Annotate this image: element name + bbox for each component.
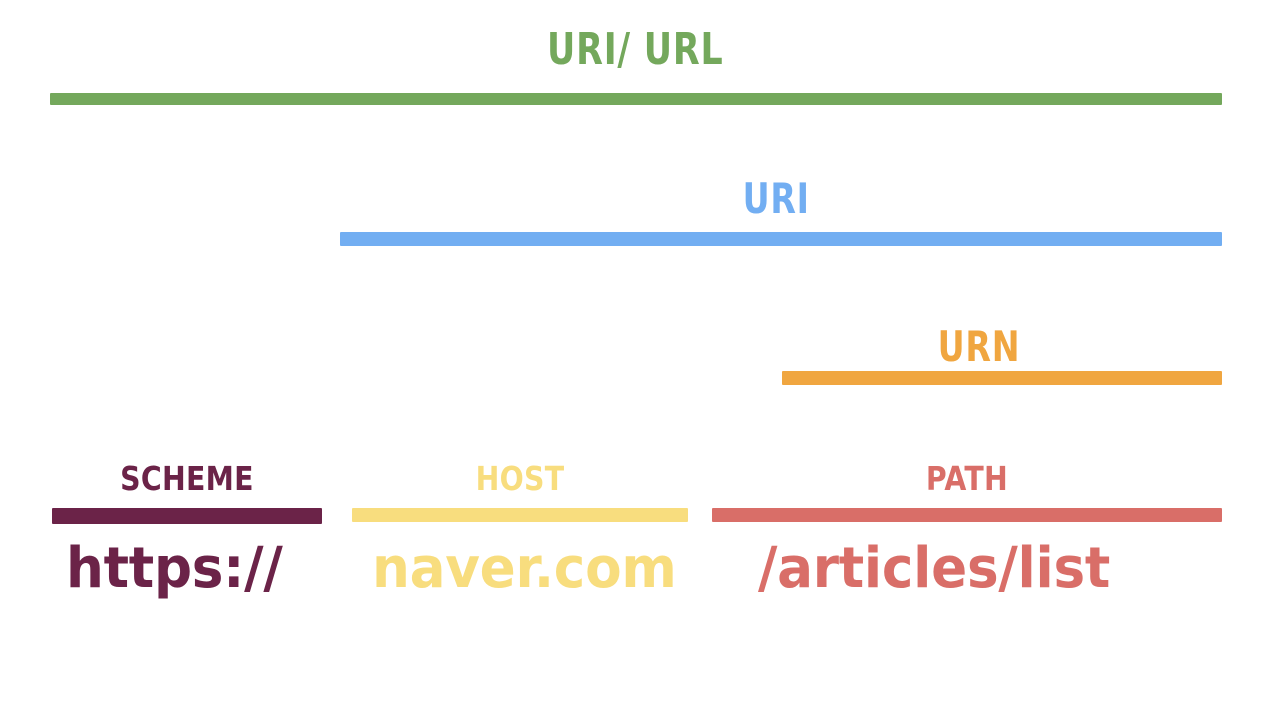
scope-bar-urn [782, 371, 1222, 385]
part-value-path: /articles/list [758, 536, 1111, 601]
scope-label-uri-url: URI/ URL [0, 28, 1270, 72]
part-bar-path [712, 508, 1222, 522]
part-label-scheme: SCHEME [120, 459, 254, 498]
part-value-host: naver.com [372, 536, 677, 601]
part-label-host: HOST [475, 459, 565, 498]
part-bar-host [352, 508, 688, 522]
scope-label-urn: URN [937, 322, 1021, 371]
part-label-path: PATH [925, 459, 1009, 498]
part-value-scheme: https:// [66, 536, 283, 601]
scope-bar-uri-url [50, 93, 1222, 105]
scope-label-uri-url-text: URI/ URL [546, 24, 724, 75]
part-bar-scheme [52, 508, 322, 524]
scope-bar-uri [340, 232, 1222, 246]
scope-label-uri: URI [742, 174, 810, 223]
